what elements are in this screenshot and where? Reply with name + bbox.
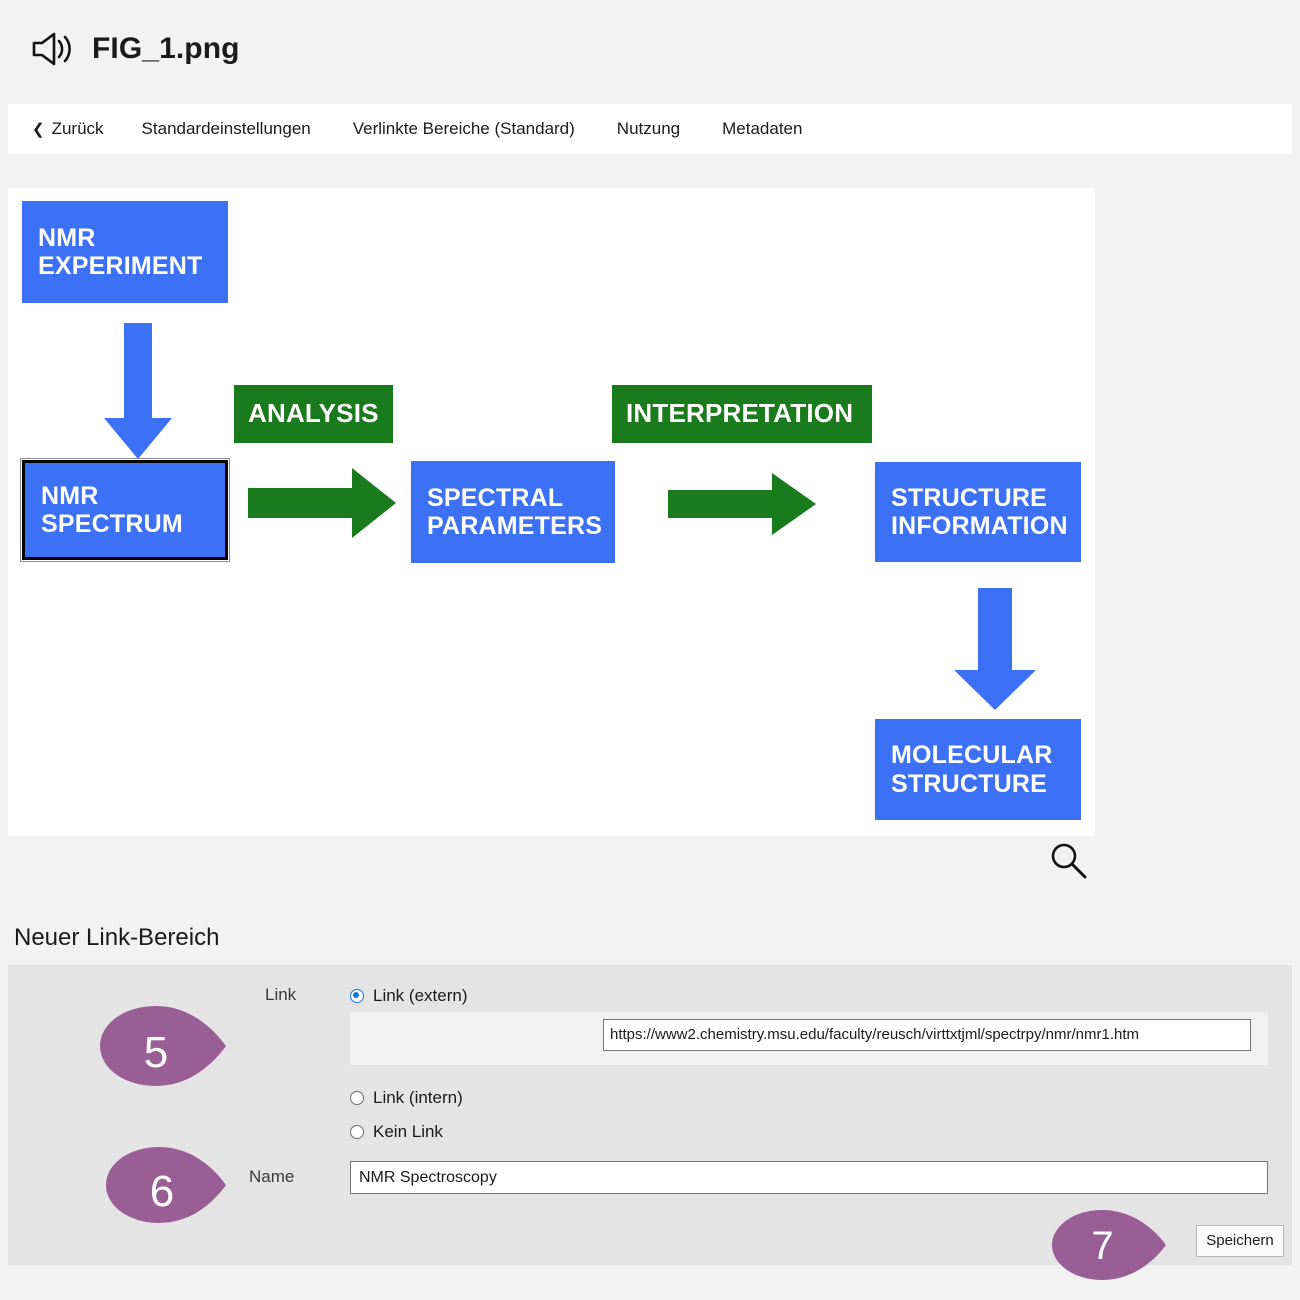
tab-standardeinstellungen[interactable]: Standardeinstellungen	[141, 119, 311, 138]
radio-link-extern-indicator[interactable]	[350, 989, 364, 1003]
section-heading: Neuer Link-Bereich	[14, 924, 220, 951]
radio-kein-link[interactable]: Kein Link	[350, 1122, 443, 1142]
app-header: FIG_1.png	[0, 0, 1300, 98]
radio-link-intern-indicator[interactable]	[350, 1091, 364, 1105]
nav-back-label: Zurück	[51, 119, 104, 138]
arrow-spectrum-to-parameters	[248, 468, 396, 538]
diagram-node-spectral-parameters[interactable]: SPECTRAL PARAMETERS	[411, 461, 615, 563]
diagram-node-interpretation[interactable]: INTERPRETATION	[612, 385, 872, 443]
magnifier-icon[interactable]	[1048, 840, 1090, 882]
radio-link-intern-label: Link (intern)	[373, 1088, 463, 1107]
name-field-label: Name	[249, 1167, 295, 1186]
radio-link-intern[interactable]: Link (intern)	[350, 1088, 463, 1108]
radio-link-extern[interactable]: Link (extern)	[350, 986, 467, 1006]
chevron-left-icon: ❮	[32, 120, 45, 138]
speaker-icon	[32, 32, 71, 66]
tab-metadaten[interactable]: Metadaten	[722, 119, 803, 138]
diagram-node-nmr-experiment[interactable]: NMR EXPERIMENT	[22, 201, 228, 303]
radio-kein-link-indicator[interactable]	[350, 1125, 364, 1139]
radio-kein-link-label: Kein Link	[373, 1122, 443, 1141]
tab-verlinkte-bereiche[interactable]: Verlinkte Bereiche (Standard)	[352, 119, 575, 138]
nmr-workflow-diagram[interactable]: NMR EXPERIMENT ANALYSIS INTERPRETATION N…	[8, 188, 1095, 836]
image-panel[interactable]: NMR EXPERIMENT ANALYSIS INTERPRETATION N…	[8, 188, 1095, 836]
diagram-node-analysis[interactable]: ANALYSIS	[234, 385, 393, 443]
diagram-node-nmr-spectrum[interactable]: NMR SPECTRUM	[20, 458, 230, 562]
url-row: https://www2.chemistry.msu.edu/faculty/r…	[350, 1012, 1268, 1065]
name-input[interactable]: NMR Spectroscopy	[350, 1161, 1268, 1194]
link-field-label: Link	[265, 985, 297, 1004]
arrow-experiment-to-spectrum	[104, 323, 172, 459]
page-title: FIG_1.png	[92, 32, 240, 65]
nav-back-button[interactable]: ❮ Zurück	[32, 119, 104, 139]
diagram-node-structure-information[interactable]: STRUCTURE INFORMATION	[875, 462, 1081, 562]
arrow-structure-to-molecular	[954, 588, 1036, 710]
save-button[interactable]: Speichern	[1196, 1225, 1284, 1257]
arrow-parameters-to-structure	[668, 473, 816, 535]
url-input[interactable]: https://www2.chemistry.msu.edu/faculty/r…	[603, 1019, 1251, 1051]
nav-bar: ❮ Zurück Standardeinstellungen Verlinkte…	[8, 104, 1292, 154]
tab-nutzung[interactable]: Nutzung	[616, 119, 681, 138]
radio-link-extern-label: Link (extern)	[373, 986, 468, 1005]
link-area-form-panel	[8, 965, 1292, 1265]
diagram-node-molecular-structure[interactable]: MOLECULAR STRUCTURE	[875, 719, 1081, 820]
